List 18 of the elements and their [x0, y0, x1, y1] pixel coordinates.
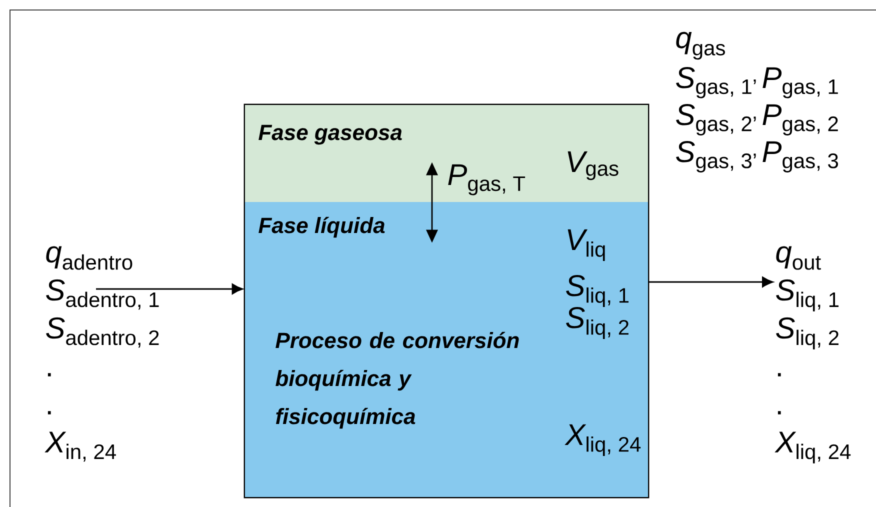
variable-label: $\textit{V}_{\text{gas}}$: [568, 151, 618, 180]
variable-list: $\textit{q}_{\text{adentro}}$ $\textit{S}_{\text{adentro, 1}}$ $\textit{S}_{\text{adentro, 2}}$ . . $\textit{X}_{\text{in, 24}}$: [44, 246, 159, 462]
arrow: [426, 162, 438, 243]
variable-label: $\textit{S}_{\text{gas, 2’}}\,\textit{P}_{\text{gas, 2}}$: [676, 104, 838, 136]
variable-label: $\textit{q}_{\text{gas}}$: [676, 32, 725, 60]
variable-label: $\textit{S}_{\text{gas, 3’}}\,\textit{P}_{\text{gas, 3}}$: [676, 141, 838, 172]
phase-title: Fase gaseosa: [258, 124, 402, 145]
arrow: [648, 276, 774, 288]
edge-label: $\textit{P}_{\text{gas, T}}$: [448, 164, 526, 196]
variable-list: $\textit{q}_{\text{out}}$ $\textit{S}_{\text{liq, 1}}$ $\textit{S}_{\text{liq, 2}}$ . . $\textit{X}_{\text{liq, 24}}$: [774, 246, 851, 464]
process-description: Proceso de conversión bioquímica y fisicoquímica: [276, 332, 519, 429]
arrow: [96, 284, 244, 294]
variable-label: $\textit{X}_{\text{liq, 24}}$: [564, 424, 641, 456]
phase-title: Fase líquida: [258, 216, 385, 238]
variable-label: $\textit{S}_{\text{liq, 2}}$: [566, 307, 628, 340]
variable-label: $\textit{V}_{\text{liq}}$: [568, 229, 605, 261]
variable-label: $\textit{S}_{\text{gas, 1’}}\,\textit{P}_{\text{gas, 1}}$: [676, 67, 838, 98]
variable-label: $\textit{S}_{\text{liq, 1}}$: [566, 275, 629, 307]
